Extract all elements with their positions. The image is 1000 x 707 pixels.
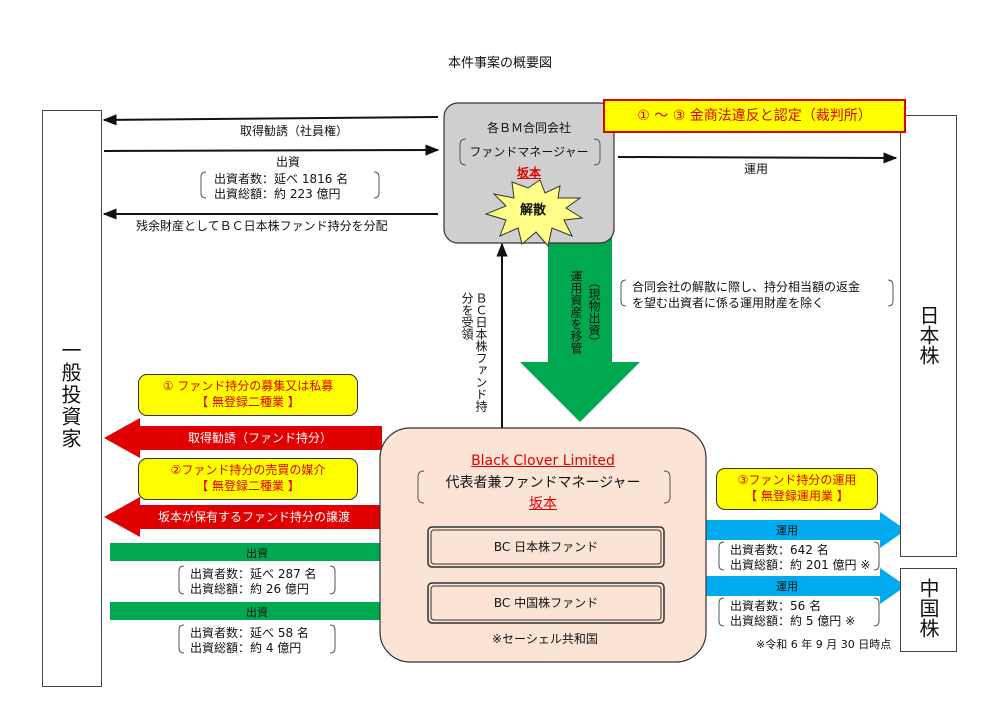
- arrow-solicit-member: [102, 114, 439, 126]
- arrow-red-solicit: [104, 418, 382, 458]
- blue-op1-count: 出資者数：642 名: [730, 543, 829, 557]
- transfer-note-1: 合同会社の解散に際し、持分相当額の返金: [632, 280, 861, 294]
- callout-2: ②ファンド持分の売買の媒介 【 無登録二種業 】: [138, 458, 358, 500]
- operation-top-label: 運用: [744, 162, 769, 176]
- bm-fund-manager: ファンドマネージャー: [469, 145, 589, 159]
- invest-total-top: 出資総額：約 223 億円: [214, 187, 341, 201]
- blue-op2-count: 出資者数：56 名: [730, 599, 822, 613]
- callout-1-line1: ① ファンド持分の募集又は私募: [162, 379, 334, 393]
- callout-3: ③ファンド持分の運用 【 無登録運用業 】: [716, 468, 878, 510]
- transfer-assets-label: 運用資産を移管: [569, 270, 583, 354]
- invest-label-top: 出資: [276, 155, 301, 169]
- callout-1: ① ファンド持分の募集又は私募 【 無登録二種業 】: [138, 374, 358, 416]
- callout-2-line2: 【 無登録二種業 】: [196, 479, 300, 493]
- callout-3-line1: ③ファンド持分の運用: [737, 473, 857, 487]
- green-invest1-total: 出資総額：約 26 億円: [190, 582, 309, 596]
- arrow-red-transfer: [104, 497, 382, 537]
- arrow-operation-top: [617, 152, 898, 164]
- fund-cn-box: [427, 582, 665, 624]
- dissolve-burst: [484, 179, 584, 248]
- arrow-blue-op2: [672, 568, 906, 604]
- page-title: 本件事案の概要図: [447, 56, 552, 71]
- footnote-date: ※令和 6 年 9 月 30 日時点: [756, 638, 892, 651]
- blue-op2-label: 運用: [776, 580, 798, 593]
- receive-fund-label: ＢＣ日本株ファンド持分を受領: [460, 292, 488, 412]
- red-solicit-label: 取得勧誘（ファンド持分）: [188, 431, 333, 445]
- japan-stock-label: 日本株: [916, 305, 940, 365]
- fund-jp-label: BC 日本株ファンド: [493, 540, 599, 554]
- residual-label: 残余財産としてＢＣ日本株ファンド持分を分配: [136, 219, 388, 233]
- arrow-invest-bm: [103, 144, 440, 156]
- bm-person: 坂本: [516, 166, 541, 180]
- callout-3-line2: 【 無登録運用業 】: [745, 489, 849, 503]
- violation-banner-text: ① ～ ③ 金商法違反と認定（裁判所）: [637, 108, 872, 124]
- bcl-role: 代表者兼ファンドマネージャー: [445, 475, 641, 491]
- arrow-green-invest2: [110, 594, 424, 628]
- investor-label: 一般投資家: [58, 340, 82, 450]
- arrow-transfer-assets: [520, 236, 640, 422]
- japan-stock-box: [900, 115, 957, 557]
- bm-company-name: 各ＢＭ合同会社: [486, 121, 571, 135]
- seychelles-note: ※セーシェル共和国: [492, 632, 598, 646]
- arrow-blue-op1: [672, 512, 906, 548]
- bcl-name: Black Clover Limited: [471, 453, 615, 469]
- dissolve-label: 解散: [519, 203, 546, 218]
- fund-jp-box: [427, 526, 665, 568]
- bcl-person: 坂本: [529, 496, 557, 512]
- blue-op1-total: 出資総額：約 201 億円 ※: [730, 558, 871, 572]
- green-invest2-label: 出資: [246, 606, 268, 619]
- violation-banner: ① ～ ③ 金商法違反と認定（裁判所）: [603, 99, 906, 133]
- investor-box: [42, 110, 102, 687]
- blue-op2-total: 出資総額：約 5 億円 ※: [730, 614, 856, 628]
- callout-1-line2: 【 無登録二種業 】: [196, 395, 300, 409]
- blue-op1-label: 運用: [776, 524, 798, 537]
- green-invest1-count: 出資者数：延べ 287 名: [190, 567, 317, 581]
- invest-count-top: 出資者数：延べ 1816 名: [214, 172, 349, 186]
- callout-2-line1: ②ファンド持分の売買の媒介: [170, 463, 326, 477]
- green-invest2-total: 出資総額：約 4 億円: [190, 641, 302, 655]
- in-kind-label: （現物出資）: [587, 276, 601, 348]
- transfer-note-2: を望む出資者に係る運用財産を除く: [632, 296, 825, 310]
- green-invest1-label: 出資: [246, 547, 268, 560]
- solicit-member-label: 取得勧誘（社員権）: [240, 124, 349, 138]
- red-transfer-label: 坂本が保有するファンド持分の譲渡: [158, 510, 351, 524]
- bm-company-box: [443, 102, 615, 244]
- fund-cn-label: BC 中国株ファンド: [493, 596, 599, 610]
- arrow-green-invest1: [110, 535, 424, 569]
- china-stock-box: [900, 568, 957, 652]
- china-stock-label: 中国株: [916, 578, 940, 638]
- green-invest2-count: 出資者数：延べ 58 名: [190, 626, 309, 640]
